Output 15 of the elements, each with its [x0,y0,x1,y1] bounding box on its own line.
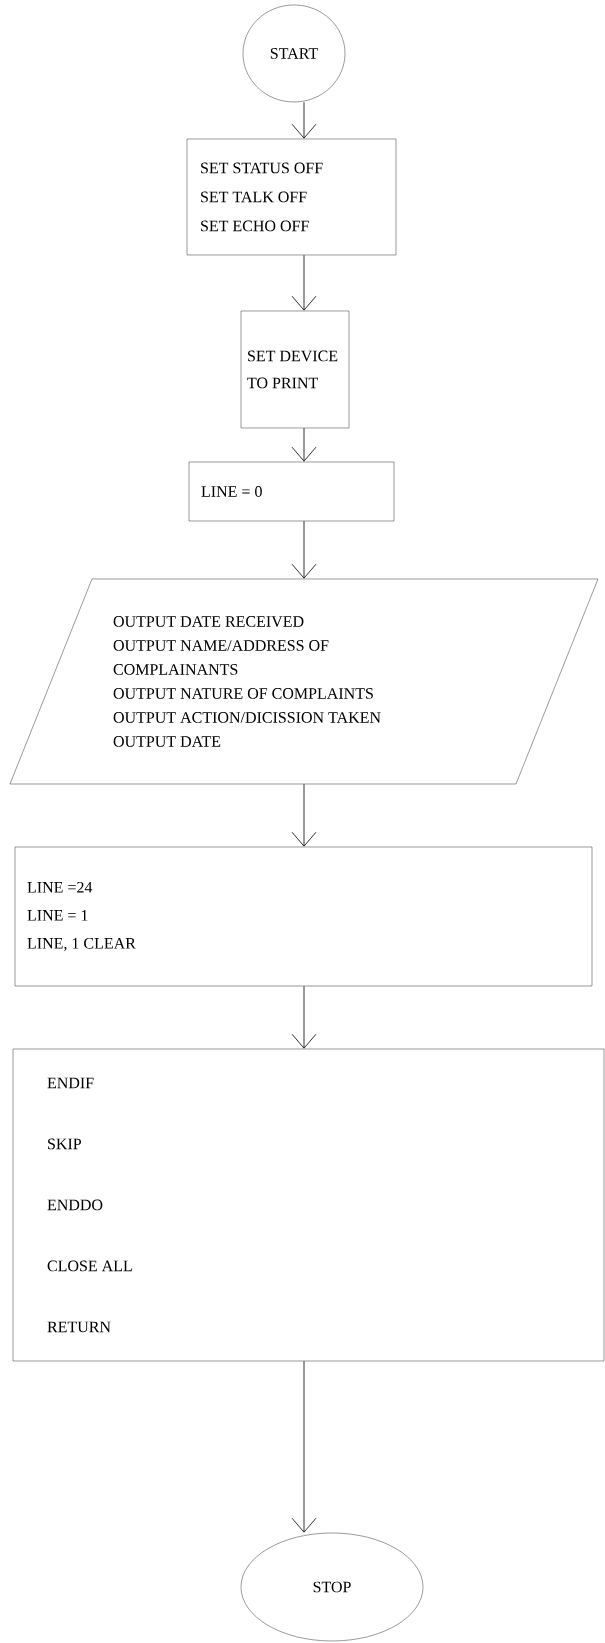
arrow [291,1360,317,1533]
arrow [291,783,317,847]
process-box: LINE = 0 [188,461,395,522]
arrow [291,101,317,139]
process-box: SET DEVICE TO PRINT [240,310,350,429]
terminal-oval: START [242,4,346,103]
terminal-oval: STOP [240,1532,424,1642]
process-box: SET STATUS OFF SET TALK OFF SET ECHO OFF [186,138,397,256]
arrow [291,427,317,462]
input-output-parallelogram: OUTPUT DATE RECEIVED OUTPUT NAME/ADDRESS OF COMPLAINANTS OUTPUT NATURE OF COMPLAINTS OUTPUT ACTION/DICISSION TAKEN OUTPUT DATE [9,578,599,785]
arrow [291,520,317,579]
process-box: ENDIF SKIP ENDDO CLOSE ALL RETURN [12,1048,605,1362]
arrow [291,985,317,1049]
arrow [291,254,317,311]
process-box: LINE =24 LINE = 1 LINE, 1 CLEAR [14,846,593,987]
